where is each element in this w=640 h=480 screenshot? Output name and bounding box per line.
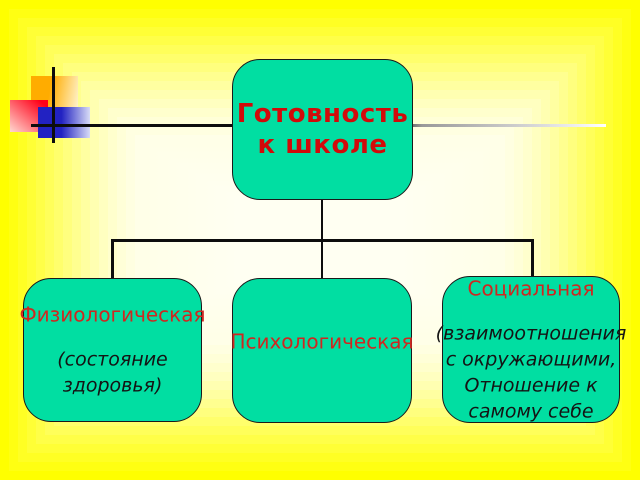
node-physiological: Физиологическая (состояние здоровья) bbox=[19, 278, 206, 422]
node-physiological-subtitle: (состояние здоровья) bbox=[57, 348, 168, 397]
node-psychological-title: Психологическая bbox=[230, 329, 414, 353]
decoration-vertical-line bbox=[52, 67, 55, 143]
connector-middle-stem bbox=[320, 239, 323, 279]
node-social-title: Социальная bbox=[467, 276, 595, 300]
connector-left-stem bbox=[111, 239, 114, 279]
node-readiness-label: Готовность к школе bbox=[236, 98, 409, 160]
decoration-blue-square bbox=[38, 107, 90, 138]
connector-right-stem bbox=[531, 239, 534, 277]
node-social: Социальная (взаимоотношения с окружающим… bbox=[436, 276, 626, 423]
connector-root-stem bbox=[320, 199, 323, 241]
node-physiological-title: Физиологическая bbox=[19, 302, 206, 327]
node-social-subtitle: (взаимоотношения с окружающими, Отношени… bbox=[435, 322, 627, 422]
node-readiness-for-school: Готовность к школе bbox=[232, 59, 413, 200]
node-psychological: Психологическая bbox=[230, 278, 414, 423]
